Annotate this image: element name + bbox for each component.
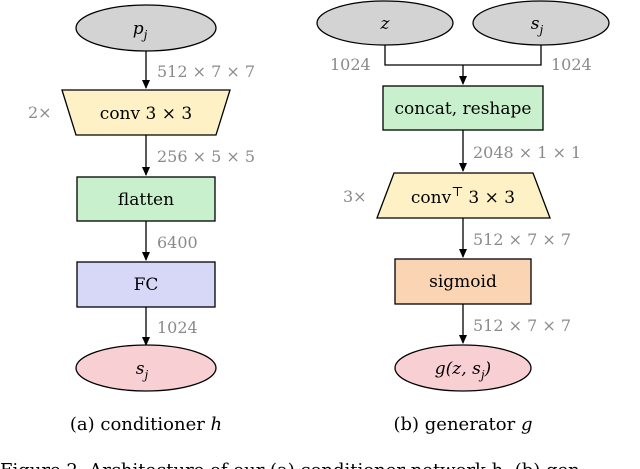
dim-2048x1x1: 2048 × 1 × 1 (473, 143, 581, 162)
concat-reshape-label: concat, reshape (395, 99, 532, 119)
output-g-node (394, 344, 532, 392)
dim-256x5x5: 256 × 5 × 5 (157, 147, 255, 166)
convt-3x3-label: conv⊤3 × 3 (411, 185, 515, 208)
dim-512x7x7-b2: 512 × 7 × 7 (473, 316, 571, 335)
conv-3x3-label: conv 3 × 3 (100, 104, 192, 124)
dim-1024-z: 1024 (330, 55, 371, 74)
generator-network: z sj 1024 1024 concat, reshape 2048 × 1 … (316, 0, 610, 435)
caption-b: (b) generator g (394, 414, 533, 435)
conv-repeat-label: 2× (28, 103, 52, 122)
convt-repeat-label: 3× (343, 187, 367, 206)
dim-512x7x7-b1: 512 × 7 × 7 (473, 230, 571, 249)
fc-label: FC (134, 275, 159, 295)
convt-3x3-node (376, 172, 551, 219)
concat-reshape-node (382, 85, 544, 131)
figure-caption: Figure 2. Architecture of our (a) condit… (0, 460, 580, 469)
dim-1024-s: 1024 (551, 55, 592, 74)
dim-512x7x7-a: 512 × 7 × 7 (157, 62, 255, 81)
edge-z-merge (384, 45, 463, 66)
flatten-label: flatten (118, 190, 174, 210)
conditioner-network: pj 512 × 7 × 7 2× conv 3 × 3 256 × 5 × 5… (28, 4, 255, 435)
edge-sj-merge (463, 45, 542, 66)
dim-1024-a: 1024 (157, 318, 198, 337)
input-pj-label: pj (133, 19, 148, 42)
output-g-label: g(z, sj) (435, 359, 491, 382)
input-z-label: z (380, 14, 391, 34)
output-sj-label: sj (136, 359, 149, 382)
sigmoid-label: sigmoid (429, 272, 497, 292)
conv-3x3-node (61, 89, 231, 136)
dim-6400: 6400 (157, 233, 198, 252)
input-sj-label: sj (531, 14, 544, 37)
fc-node (76, 261, 216, 308)
output-sj-node (75, 344, 217, 392)
caption-a: (a) conditioner h (70, 414, 222, 435)
